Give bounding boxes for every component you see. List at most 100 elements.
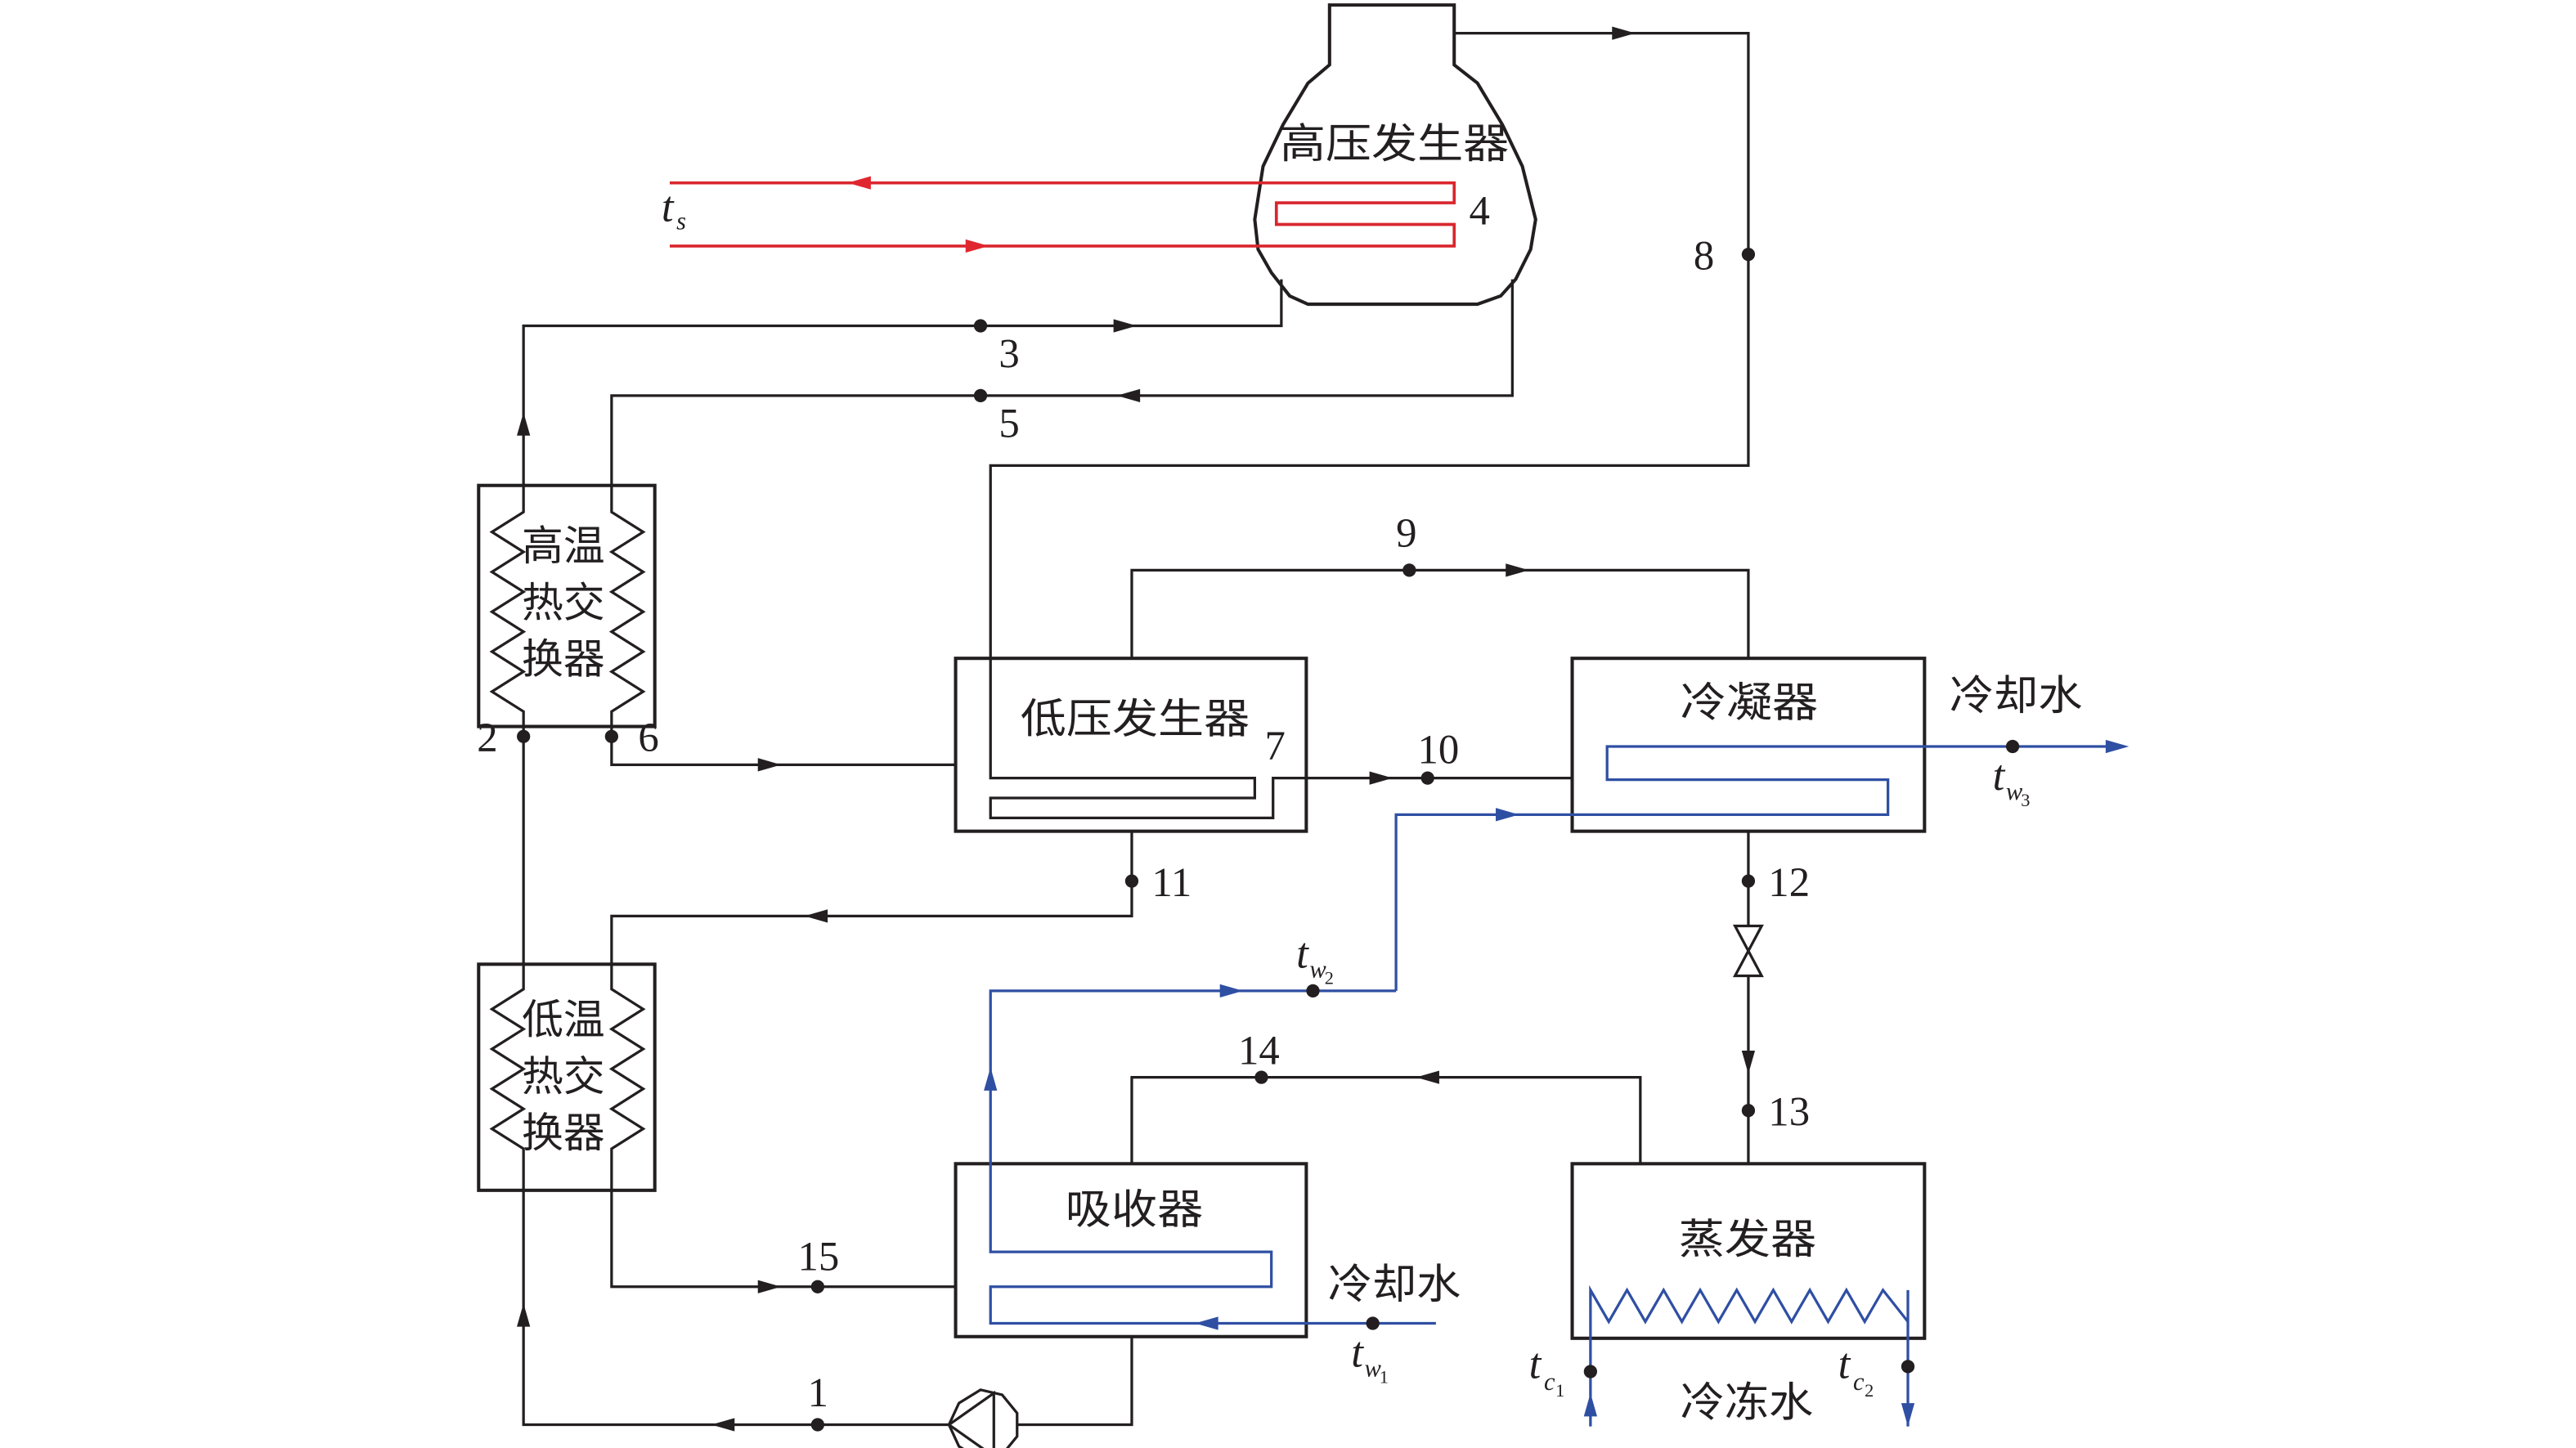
- tw3-index: 3: [2021, 790, 2030, 810]
- tw1-label: t: [1351, 1329, 1364, 1376]
- high-pressure-generator: 高压发生器 4: [1253, 3, 1537, 307]
- state-point-15-label: 15: [797, 1233, 839, 1279]
- state-point-10-marker: [1420, 771, 1434, 785]
- arrow-left-icon: [711, 1418, 735, 1432]
- pipe-6: [610, 726, 956, 766]
- pipe-9: [1130, 568, 1750, 659]
- tw3-marker: [2005, 739, 2020, 754]
- absorber-cooling-water-label: 冷却水: [1328, 1260, 1461, 1308]
- state-point-13-label: 13: [1768, 1089, 1810, 1135]
- tw2-marker: [1306, 984, 1320, 997]
- condenser-label: 冷凝器: [1681, 678, 1819, 726]
- chilled-water-label: 冷冻水: [1681, 1378, 1814, 1426]
- tw1-marker: [1366, 1316, 1380, 1330]
- arrow-up-icon: [984, 1067, 998, 1091]
- state-point-10-label: 10: [1418, 726, 1460, 772]
- arrow-up-icon: [517, 1303, 531, 1327]
- arrow-right-icon: [965, 239, 990, 253]
- arrow-up-icon: [517, 412, 531, 436]
- tc2-subscript: c: [1853, 1368, 1865, 1396]
- tw1-subscript: w: [1364, 1355, 1381, 1383]
- arrow-left-icon: [804, 909, 828, 923]
- arrow-right-icon: [2105, 739, 2129, 754]
- state-point-5-label: 5: [999, 401, 1019, 446]
- high-temp-heat-exchanger: 高温 热交 换器: [477, 483, 657, 728]
- htx-label-line2: 热交: [522, 578, 605, 626]
- tc2-marker: [1901, 1360, 1915, 1374]
- tw3-subscript: w: [2006, 778, 2023, 805]
- evaporator-label: 蒸发器: [1679, 1215, 1817, 1263]
- state-point-15-marker: [810, 1280, 824, 1293]
- state-point-6-marker: [604, 729, 618, 743]
- state-point-11-label: 11: [1151, 859, 1192, 905]
- tc1-label: t: [1529, 1341, 1542, 1388]
- pipe-14: [1130, 1075, 1642, 1164]
- tc1-marker: [1583, 1365, 1597, 1379]
- arrow-down-icon: [1901, 1403, 1915, 1427]
- state-point-12-marker: [1741, 874, 1756, 888]
- state-point-12-label: 12: [1768, 859, 1810, 905]
- state-point-5-marker: [973, 388, 988, 403]
- low-pressure-generator: 低压发生器 7: [954, 657, 1308, 833]
- ltx-label-line1: 低温: [522, 996, 605, 1044]
- state-point-11-marker: [1124, 874, 1139, 888]
- heat-source-loop: t s: [662, 176, 1456, 253]
- state-point-6-label: 6: [638, 715, 658, 760]
- arrow-right-icon: [1113, 319, 1138, 333]
- arrow-right-icon: [757, 1280, 782, 1293]
- tw2-index: 2: [1325, 968, 1334, 988]
- tc1-index: 1: [1555, 1380, 1564, 1401]
- pipe-8: [989, 32, 1750, 820]
- hp-generator-label: 高压发生器: [1280, 119, 1509, 168]
- arrow-down-icon: [1741, 1051, 1756, 1074]
- state-point-14-label: 14: [1238, 1027, 1280, 1073]
- state-point-2-marker: [517, 729, 531, 743]
- lp-generator-label: 低压发生器: [1021, 695, 1250, 743]
- pipe-5: [610, 279, 1514, 486]
- arrow-right-icon: [1219, 984, 1244, 997]
- ts-subscript: s: [676, 208, 686, 235]
- pipe-3: [522, 279, 1283, 486]
- htx-label-line1: 高温: [522, 522, 605, 570]
- state-point-14-marker: [1254, 1070, 1268, 1084]
- state-point-3-marker: [973, 319, 988, 333]
- low-temp-heat-exchanger: 低温 热交 换器: [477, 962, 657, 1192]
- condenser-cooling-water-label: 冷却水: [1950, 671, 2083, 720]
- state-point-9-marker: [1402, 563, 1416, 577]
- condenser: 冷凝器 冷却水 t w 3: [1394, 657, 2129, 991]
- tc2-index: 2: [1865, 1380, 1874, 1401]
- tw3-label: t: [1993, 752, 2006, 800]
- state-point-13-marker: [1741, 1104, 1756, 1118]
- pipe-15: [610, 1190, 956, 1289]
- tw2-subscript: w: [1309, 956, 1326, 984]
- htx-label-line3: 换器: [522, 634, 605, 683]
- state-point-3-label: 3: [999, 330, 1019, 376]
- arrow-right-icon: [1612, 26, 1636, 40]
- pipe-11: [610, 831, 1133, 965]
- state-point-1-marker: [810, 1418, 824, 1432]
- tc1-subscript: c: [1544, 1368, 1555, 1396]
- tc2-label: t: [1838, 1341, 1851, 1388]
- expansion-valve: [1732, 924, 1764, 978]
- arrow-left-icon: [1195, 1316, 1218, 1330]
- state-point-4-label: 4: [1470, 187, 1490, 233]
- state-point-8-label: 8: [1694, 232, 1714, 278]
- evaporator: 蒸发器 t c 1 t c 2 冷冻水: [1529, 1162, 1927, 1427]
- solution-pump-icon: [946, 1388, 1019, 1448]
- tw2-label: t: [1296, 930, 1309, 977]
- arrow-right-icon: [1496, 808, 1519, 822]
- absorber: 吸收器 冷却水 t w 1 t w 2: [954, 930, 1461, 1387]
- absorber-label: 吸收器: [1066, 1185, 1204, 1233]
- arrow-left-icon: [1116, 388, 1141, 403]
- state-point-9-label: 9: [1396, 510, 1416, 556]
- state-point-7-label: 7: [1265, 723, 1286, 769]
- state-point-2-label: 2: [477, 715, 497, 760]
- ltx-label-line2: 热交: [522, 1052, 605, 1101]
- arrow-up-icon: [1583, 1392, 1597, 1417]
- state-point-8-marker: [1741, 247, 1756, 262]
- ts-label: t: [662, 183, 675, 231]
- arrow-right-icon: [757, 758, 782, 772]
- arrow-right-icon: [1369, 771, 1393, 785]
- arrow-left-icon: [847, 176, 871, 190]
